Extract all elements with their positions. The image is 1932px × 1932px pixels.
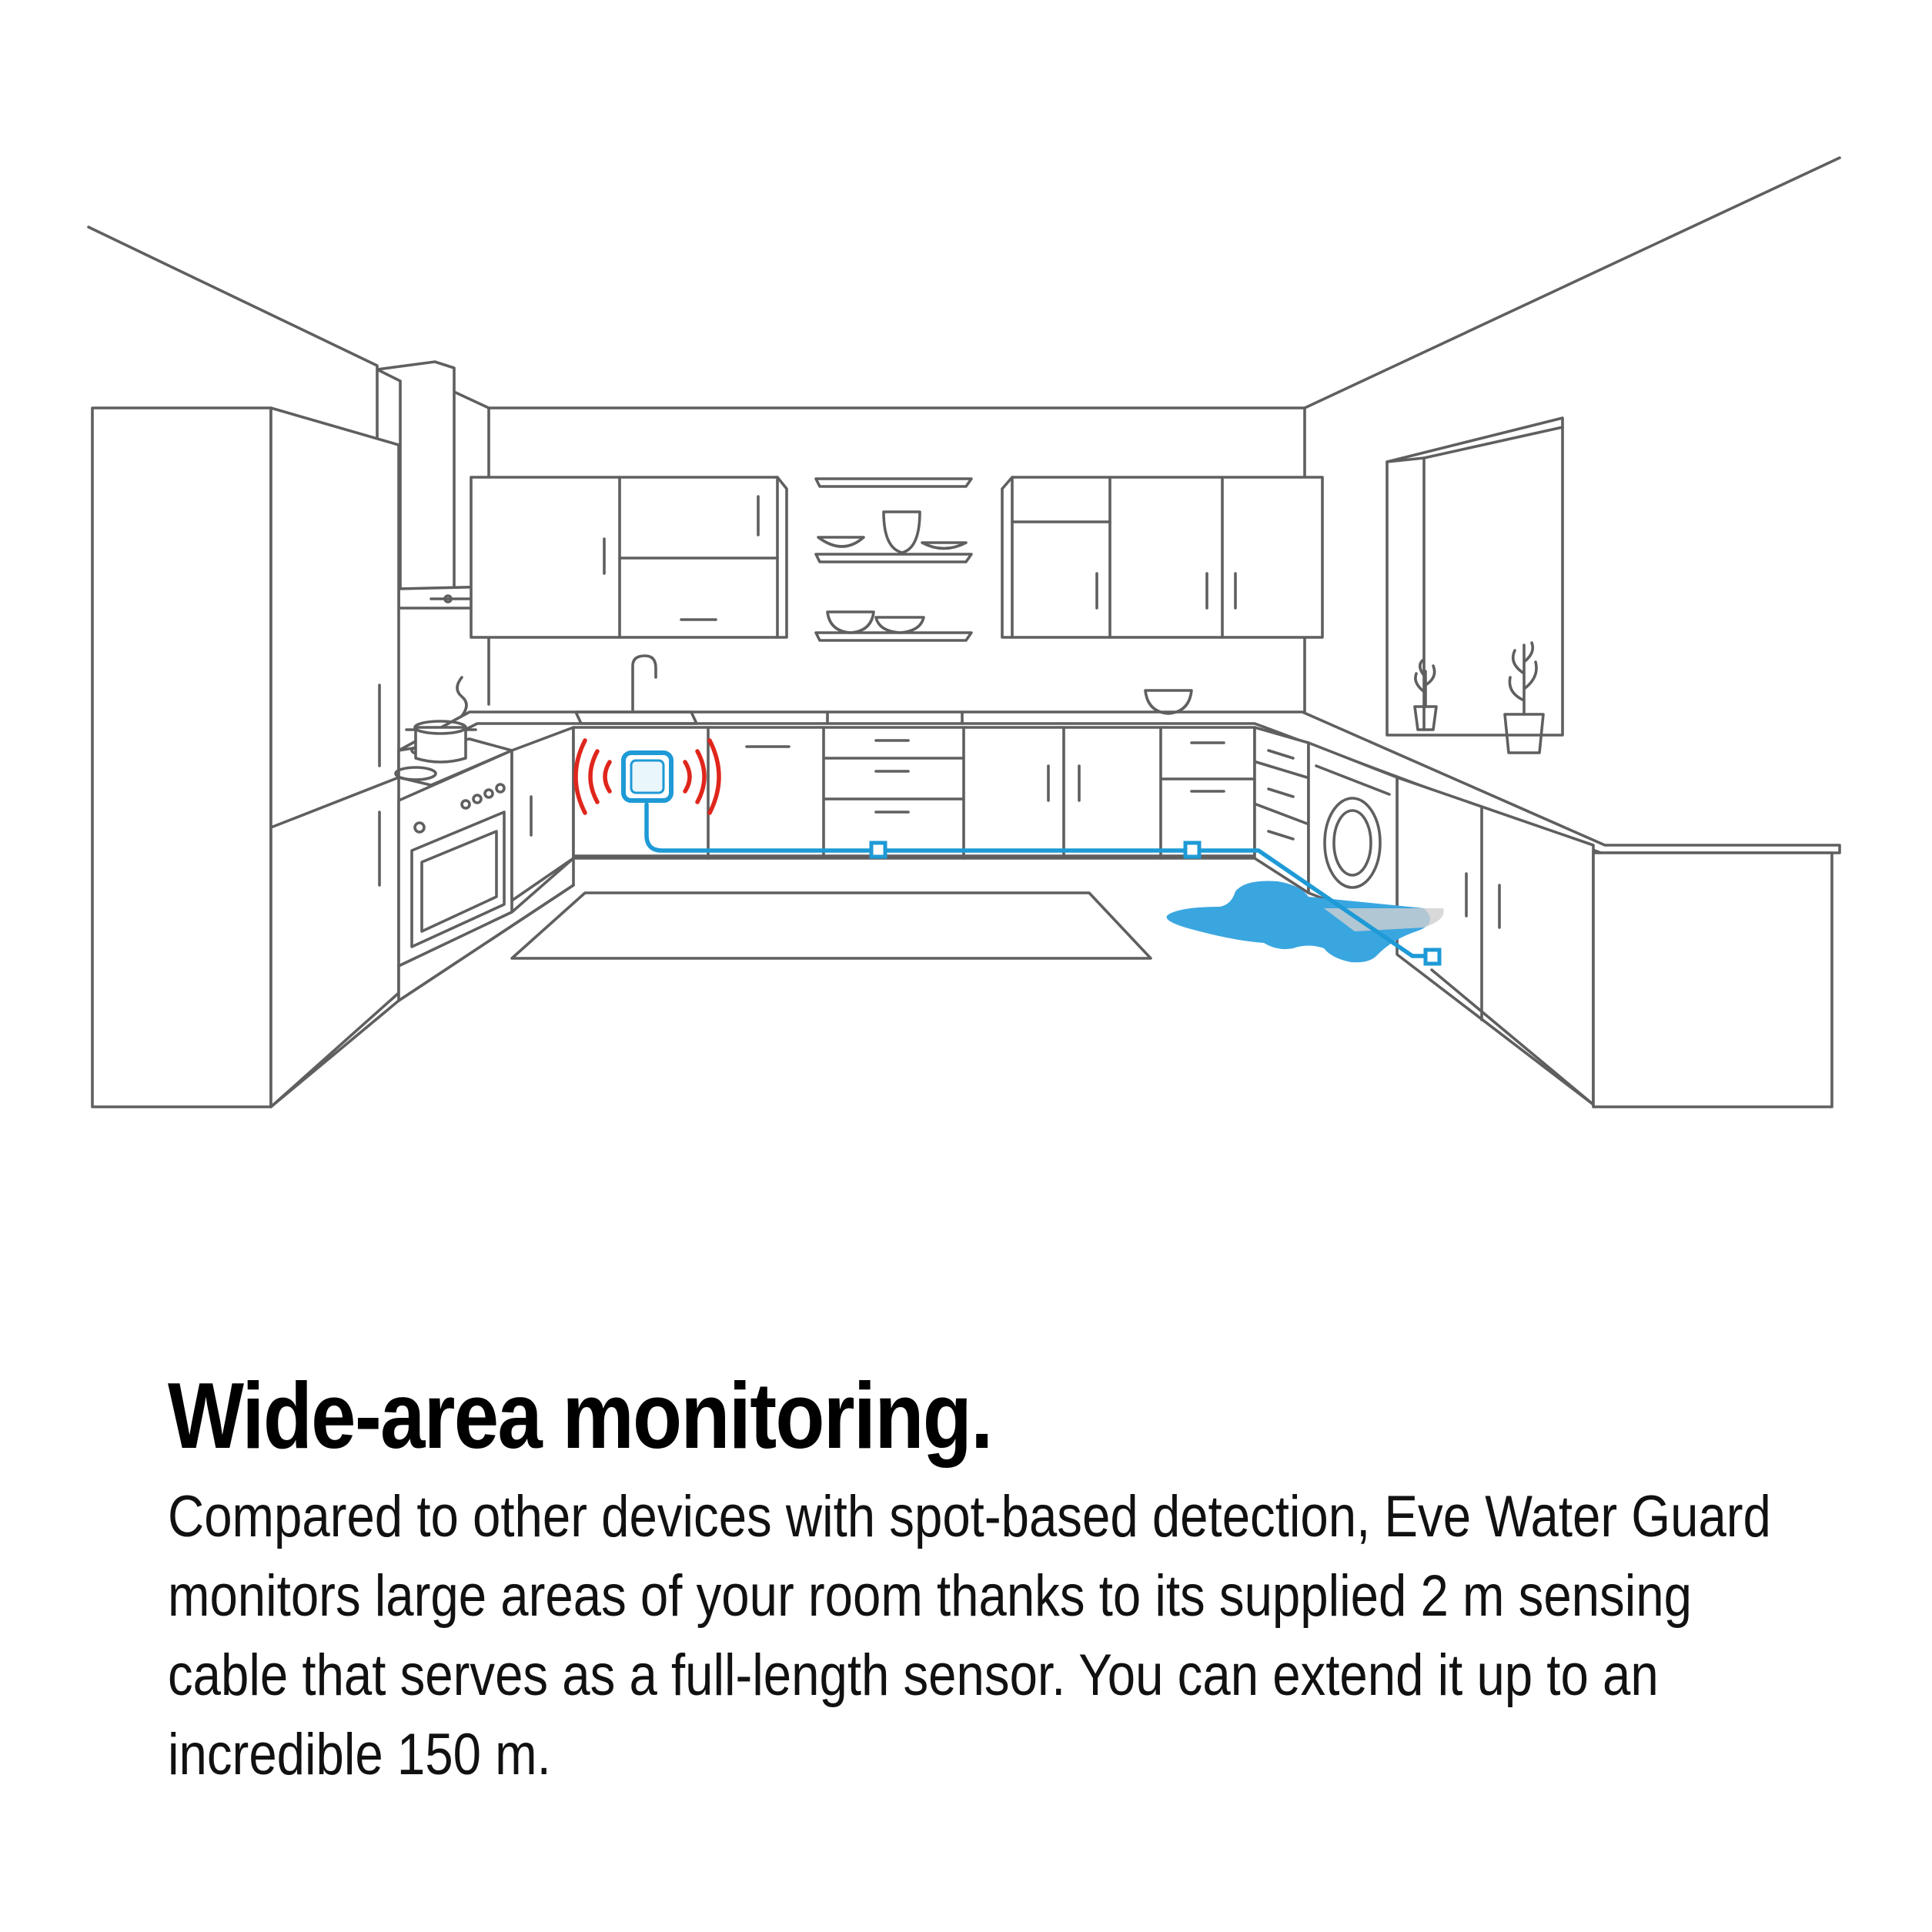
oven xyxy=(397,749,513,968)
washing-machine xyxy=(1307,741,1399,929)
body-text: Compared to other devices with spot-base… xyxy=(168,1484,1771,1788)
window xyxy=(1385,416,1564,737)
cable-node xyxy=(869,841,887,859)
potted-plants xyxy=(1413,641,1545,754)
cooking-pot xyxy=(405,676,477,764)
upper-cabinets-right xyxy=(1001,476,1324,639)
left-base-cabinets xyxy=(269,726,575,1108)
refrigerator xyxy=(91,406,400,1108)
text-block: Wide-area monitoring. Compared to other … xyxy=(168,1366,1823,1794)
alert-waves xyxy=(573,738,721,815)
faucet xyxy=(631,654,657,711)
counter-bowl xyxy=(1144,689,1193,715)
cable-node xyxy=(1183,841,1202,859)
open-shelves xyxy=(814,477,973,642)
kitchen-illustration xyxy=(87,156,1841,1108)
water-guard-device xyxy=(621,750,674,803)
headline: Wide-area monitoring. xyxy=(168,1363,993,1468)
back-base-cabinets xyxy=(572,726,1256,860)
upper-cabinets-left xyxy=(470,476,788,639)
right-base-cabinets xyxy=(1253,726,1833,1108)
sensing-cable xyxy=(644,802,1442,966)
cable-node xyxy=(1423,948,1442,966)
floor-rug xyxy=(510,891,1152,960)
